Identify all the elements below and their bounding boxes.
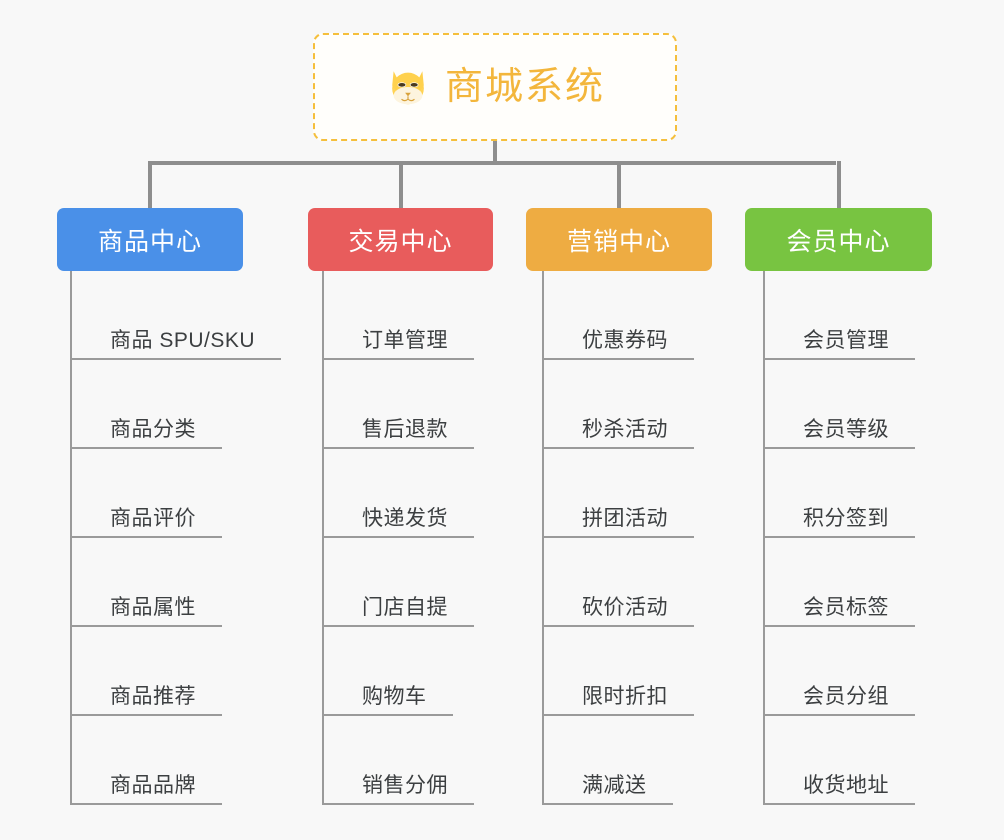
leaf-item[interactable]: 砍价活动 [542,538,694,627]
leaf-item[interactable]: 商品属性 [70,538,222,627]
category-box-2[interactable]: 交易中心 [308,208,493,271]
category-label: 商品中心 [97,227,202,256]
category-box-4[interactable]: 会员中心 [745,208,932,271]
connector-root-stem [493,141,497,164]
leaf-item-label: 商品推荐 [110,684,196,708]
leaf-item[interactable]: 销售分佣 [322,716,474,805]
leaf-item[interactable]: 会员管理 [763,271,915,360]
leaf-item-label: 限时折扣 [582,684,668,708]
leaf-item-label: 满减送 [582,773,647,797]
leaf-item[interactable]: 拼团活动 [542,449,694,538]
leaf-item[interactable]: 商品推荐 [70,627,222,716]
leaf-item-label: 商品评价 [110,506,196,530]
leaf-item-label: 会员管理 [803,328,889,352]
leaf-item[interactable]: 满减送 [542,716,673,805]
leaf-item[interactable]: 售后退款 [322,360,474,449]
leaf-item-label: 售后退款 [362,417,448,441]
leaf-item[interactable]: 会员标签 [763,538,915,627]
leaf-item[interactable]: 会员分组 [763,627,915,716]
category-box-3[interactable]: 营销中心 [526,208,712,271]
connector-horizontal-bus [148,161,836,165]
leaf-item[interactable]: 商品分类 [70,360,222,449]
leaf-item[interactable]: 购物车 [322,627,453,716]
leaf-item[interactable]: 商品 SPU/SKU [70,271,282,360]
leaf-item-label: 商品分类 [110,417,196,441]
leaf-item-label: 销售分佣 [362,773,448,797]
category-label: 营销中心 [566,227,671,256]
leaf-item[interactable]: 商品品牌 [70,716,222,805]
leaf-item[interactable]: 快递发货 [322,449,474,538]
leaf-item-label: 收货地址 [803,773,889,797]
leaf-item-label: 积分签到 [803,506,889,530]
root-node[interactable]: 商城系统 [313,33,677,141]
leaf-trunk-line [322,271,324,805]
leaf-trunk-line [542,271,544,805]
connector-drop-4 [837,161,841,210]
leaf-item-label: 订单管理 [362,328,448,352]
root-title: 商城系统 [444,66,605,108]
leaf-item-label: 拼团活动 [582,506,668,530]
leaf-item[interactable]: 优惠券码 [542,271,694,360]
category-box-1[interactable]: 商品中心 [57,208,243,271]
leaf-item-label: 商品属性 [110,595,196,619]
leaf-item[interactable]: 积分签到 [763,449,915,538]
category-label: 交易中心 [348,227,453,256]
leaf-item-label: 会员标签 [803,595,889,619]
dog-face-icon [392,71,424,106]
leaf-item-label: 砍价活动 [582,595,668,619]
leaf-item[interactable]: 限时折扣 [542,627,694,716]
leaf-item-label: 秒杀活动 [582,417,668,441]
leaf-item[interactable]: 商品评价 [70,449,222,538]
leaf-trunk-line [70,271,72,805]
leaf-item-label: 会员等级 [803,417,889,441]
category-label: 会员中心 [786,227,891,256]
leaf-item-label: 商品 SPU/SKU [110,328,256,352]
connector-drop-2 [399,161,403,210]
leaf-trunk-line [763,271,765,805]
leaf-item-label: 门店自提 [362,595,448,619]
leaf-item-label: 会员分组 [803,684,889,708]
connector-drop-3 [617,161,621,210]
leaf-item-label: 购物车 [362,684,427,708]
leaf-item[interactable]: 门店自提 [322,538,474,627]
leaf-item-label: 商品品牌 [110,773,196,797]
leaf-item[interactable]: 订单管理 [322,271,474,360]
connector-drop-1 [148,161,152,210]
leaf-item[interactable]: 收货地址 [763,716,915,805]
leaf-item-label: 优惠券码 [582,328,668,352]
leaf-item[interactable]: 会员等级 [763,360,915,449]
leaf-item[interactable]: 秒杀活动 [542,360,694,449]
leaf-item-label: 快递发货 [362,506,448,530]
